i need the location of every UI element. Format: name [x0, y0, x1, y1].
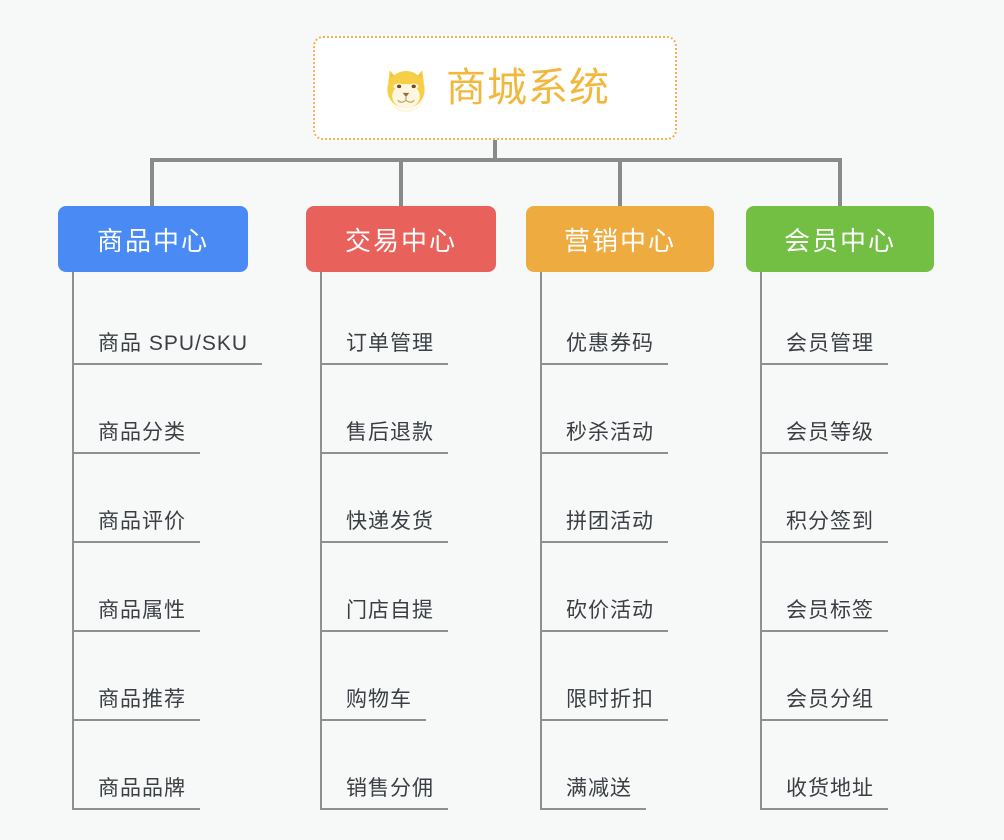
branch-item-list-product: 商品 SPU/SKU 商品分类 商品评价 商品属性 商品推荐 商品品牌: [72, 272, 263, 810]
list-item[interactable]: 商品分类: [72, 365, 248, 454]
list-item-label: 商品评价: [72, 505, 200, 543]
list-item-label: 限时折扣: [540, 683, 668, 721]
list-item-label: 拼团活动: [540, 505, 668, 543]
branch-header-label: 商品中心: [96, 225, 209, 256]
list-item-label: 订单管理: [320, 327, 448, 365]
list-item-label: 商品属性: [72, 594, 200, 632]
list-item[interactable]: 满减送: [540, 721, 714, 810]
branch-header-trade[interactable]: 交易中心: [306, 206, 496, 272]
shiba-dog-face-icon: [387, 70, 425, 113]
list-item[interactable]: 秒杀活动: [540, 365, 714, 454]
connector-drop-branch-4: [838, 158, 842, 206]
root-node-title: 商城系统: [446, 66, 610, 110]
list-item[interactable]: 会员管理: [760, 276, 934, 365]
list-item-label: 会员等级: [760, 416, 888, 454]
connector-horizontal-bus: [150, 158, 842, 162]
branch-column-member: 会员中心 会员管理 会员等级 积分签到 会员标签 会员分组 收货地址: [746, 206, 934, 810]
list-item-label: 商品 SPU/SKU: [72, 327, 263, 365]
list-item[interactable]: 商品评价: [72, 454, 248, 543]
list-item-label: 会员分组: [760, 683, 888, 721]
list-item-label: 收货地址: [760, 772, 888, 810]
list-item-label: 积分签到: [760, 505, 888, 543]
branch-header-label: 会员中心: [783, 225, 896, 256]
list-item-label: 满减送: [540, 772, 646, 810]
list-item[interactable]: 拼团活动: [540, 454, 714, 543]
list-item[interactable]: 快递发货: [320, 454, 496, 543]
list-item[interactable]: 收货地址: [760, 721, 934, 810]
list-item[interactable]: 优惠券码: [540, 276, 714, 365]
connector-drop-branch-3: [618, 158, 622, 206]
list-item-label: 购物车: [320, 683, 426, 721]
branch-column-trade: 交易中心 订单管理 售后退款 快递发货 门店自提 购物车 销售分佣: [306, 206, 496, 810]
list-item[interactable]: 砍价活动: [540, 543, 714, 632]
connector-drop-branch-2: [399, 158, 403, 206]
branch-header-label: 营销中心: [563, 225, 676, 256]
list-item[interactable]: 购物车: [320, 632, 496, 721]
list-item[interactable]: 会员等级: [760, 365, 934, 454]
branch-item-list-member: 会员管理 会员等级 积分签到 会员标签 会员分组 收货地址: [760, 272, 934, 810]
list-item-label: 会员标签: [760, 594, 888, 632]
list-item-label: 售后退款: [320, 416, 448, 454]
branch-header-marketing[interactable]: 营销中心: [526, 206, 714, 272]
list-item-label: 商品分类: [72, 416, 200, 454]
branch-column-marketing: 营销中心 优惠券码 秒杀活动 拼团活动 砍价活动 限时折扣 满减送: [526, 206, 714, 810]
list-item[interactable]: 销售分佣: [320, 721, 496, 810]
list-item[interactable]: 订单管理: [320, 276, 496, 365]
list-item-label: 秒杀活动: [540, 416, 668, 454]
list-item-label: 门店自提: [320, 594, 448, 632]
branch-column-product: 商品中心 商品 SPU/SKU 商品分类 商品评价 商品属性 商品推荐 商品品牌: [58, 206, 263, 810]
list-item[interactable]: 商品 SPU/SKU: [72, 276, 263, 365]
list-item-label: 砍价活动: [540, 594, 668, 632]
list-item-label: 商品品牌: [72, 772, 200, 810]
list-item-label: 销售分佣: [320, 772, 448, 810]
connector-drop-branch-1: [150, 158, 154, 206]
list-item[interactable]: 商品属性: [72, 543, 248, 632]
list-item[interactable]: 限时折扣: [540, 632, 714, 721]
list-item[interactable]: 商品推荐: [72, 632, 248, 721]
list-item[interactable]: 商品品牌: [72, 721, 248, 810]
list-item-label: 快递发货: [320, 505, 448, 543]
branch-item-list-trade: 订单管理 售后退款 快递发货 门店自提 购物车 销售分佣: [320, 272, 496, 810]
branch-header-label: 交易中心: [344, 225, 457, 256]
connector-root-stem: [493, 140, 497, 162]
list-item[interactable]: 积分签到: [760, 454, 934, 543]
list-item-label: 商品推荐: [72, 683, 200, 721]
branch-header-member[interactable]: 会员中心: [746, 206, 934, 272]
list-item[interactable]: 门店自提: [320, 543, 496, 632]
list-item[interactable]: 售后退款: [320, 365, 496, 454]
branch-header-product[interactable]: 商品中心: [58, 206, 248, 272]
list-item-label: 会员管理: [760, 327, 888, 365]
root-node-shop-system[interactable]: 商城系统: [313, 36, 677, 140]
branch-item-list-marketing: 优惠券码 秒杀活动 拼团活动 砍价活动 限时折扣 满减送: [540, 272, 714, 810]
list-item-label: 优惠券码: [540, 327, 668, 365]
list-item[interactable]: 会员标签: [760, 543, 934, 632]
list-item[interactable]: 会员分组: [760, 632, 934, 721]
